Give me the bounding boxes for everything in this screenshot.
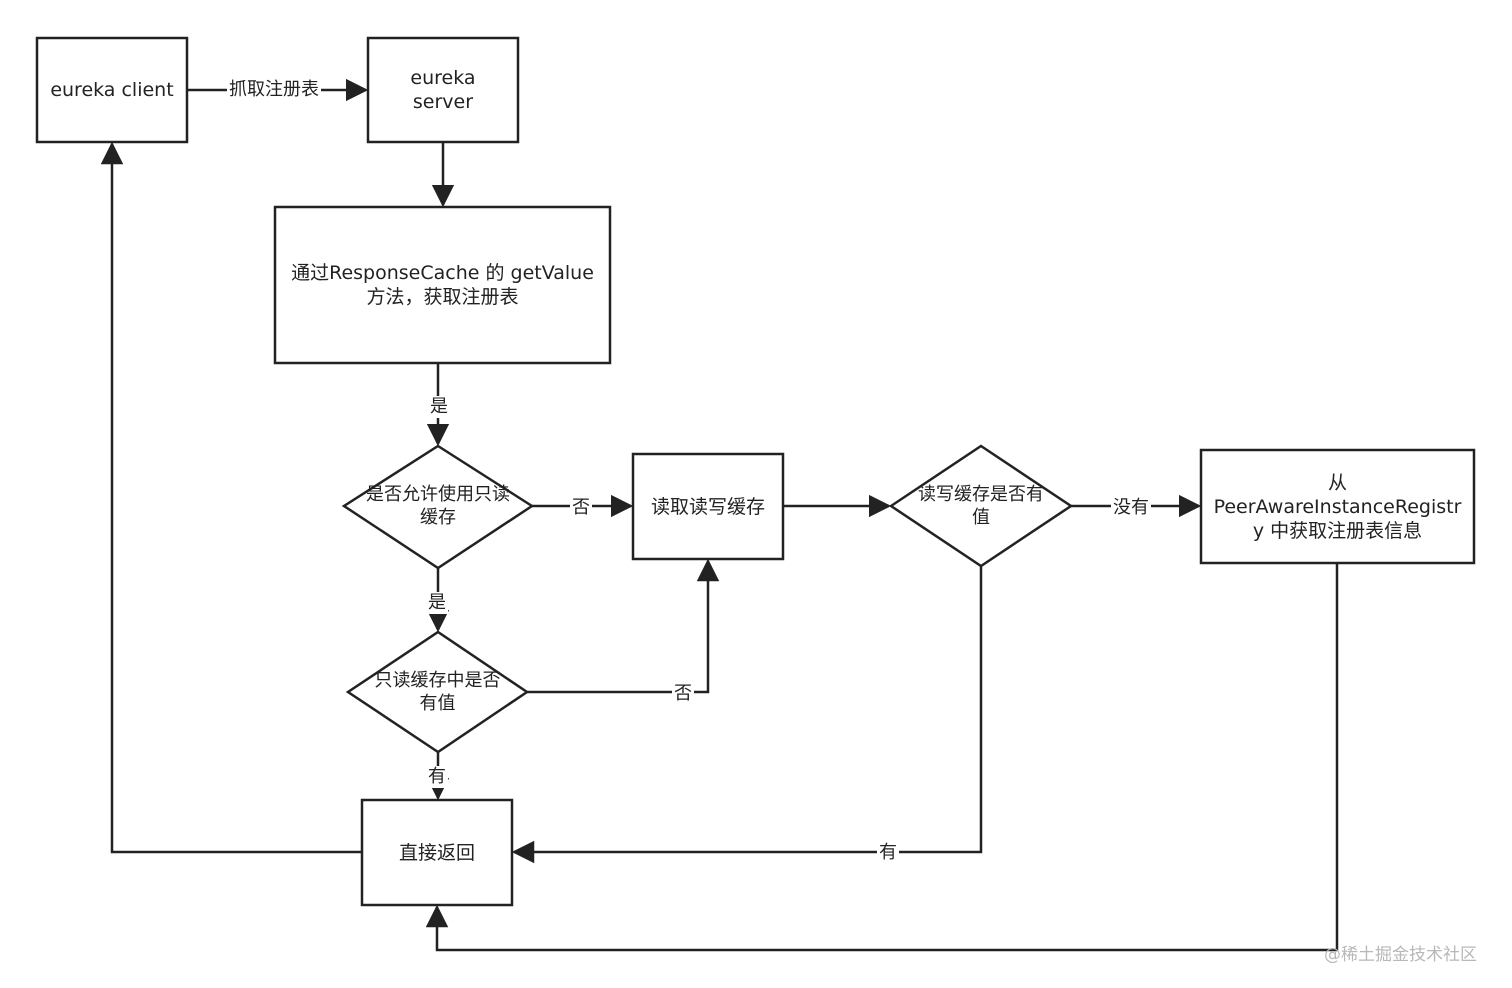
edge-check-to-return <box>511 566 983 864</box>
from-registry-label: 从 PeerAwareInstanceRegistr y 中获取注册表信息 <box>1213 471 1462 542</box>
edge-label-has-ro: 有 <box>426 766 448 788</box>
eureka-client-label: eureka client <box>50 79 174 101</box>
edge-ro-to-rw <box>527 558 720 694</box>
get-value-label: 通过ResponseCache 的 getValue 方法，获取注册表 <box>291 262 594 308</box>
allow-readonly-label: 是否允许使用只读 缓存 <box>366 484 510 528</box>
edge-registry-to-return <box>425 563 1339 952</box>
eureka-server-label: eureka server <box>410 67 476 113</box>
edge-label-no-rw: 否 <box>570 497 592 519</box>
return-direct-label: 直接返回 <box>398 841 475 864</box>
edge-label-fetch-registry: 抓取注册表 <box>227 79 321 101</box>
edge-label-no-ro-rw: 否 <box>672 683 694 705</box>
edge-label-has-rw: 有 <box>877 842 899 864</box>
read-rw-cache-label: 读取读写缓存 <box>650 495 765 518</box>
edge-label-yes-allow: 是 <box>428 396 450 418</box>
rw-has-value-label: 读写缓存是否有 值 <box>918 484 1044 528</box>
edge-label-none-registry: 没有 <box>1111 497 1151 519</box>
ro-has-value-label: 只读缓存中是否 有值 <box>374 670 501 714</box>
edge-return-to-client <box>100 141 362 854</box>
edge-label-yes-ro: 是 <box>426 592 448 614</box>
watermark: @稀土掘金技术社区 <box>1324 945 1477 965</box>
